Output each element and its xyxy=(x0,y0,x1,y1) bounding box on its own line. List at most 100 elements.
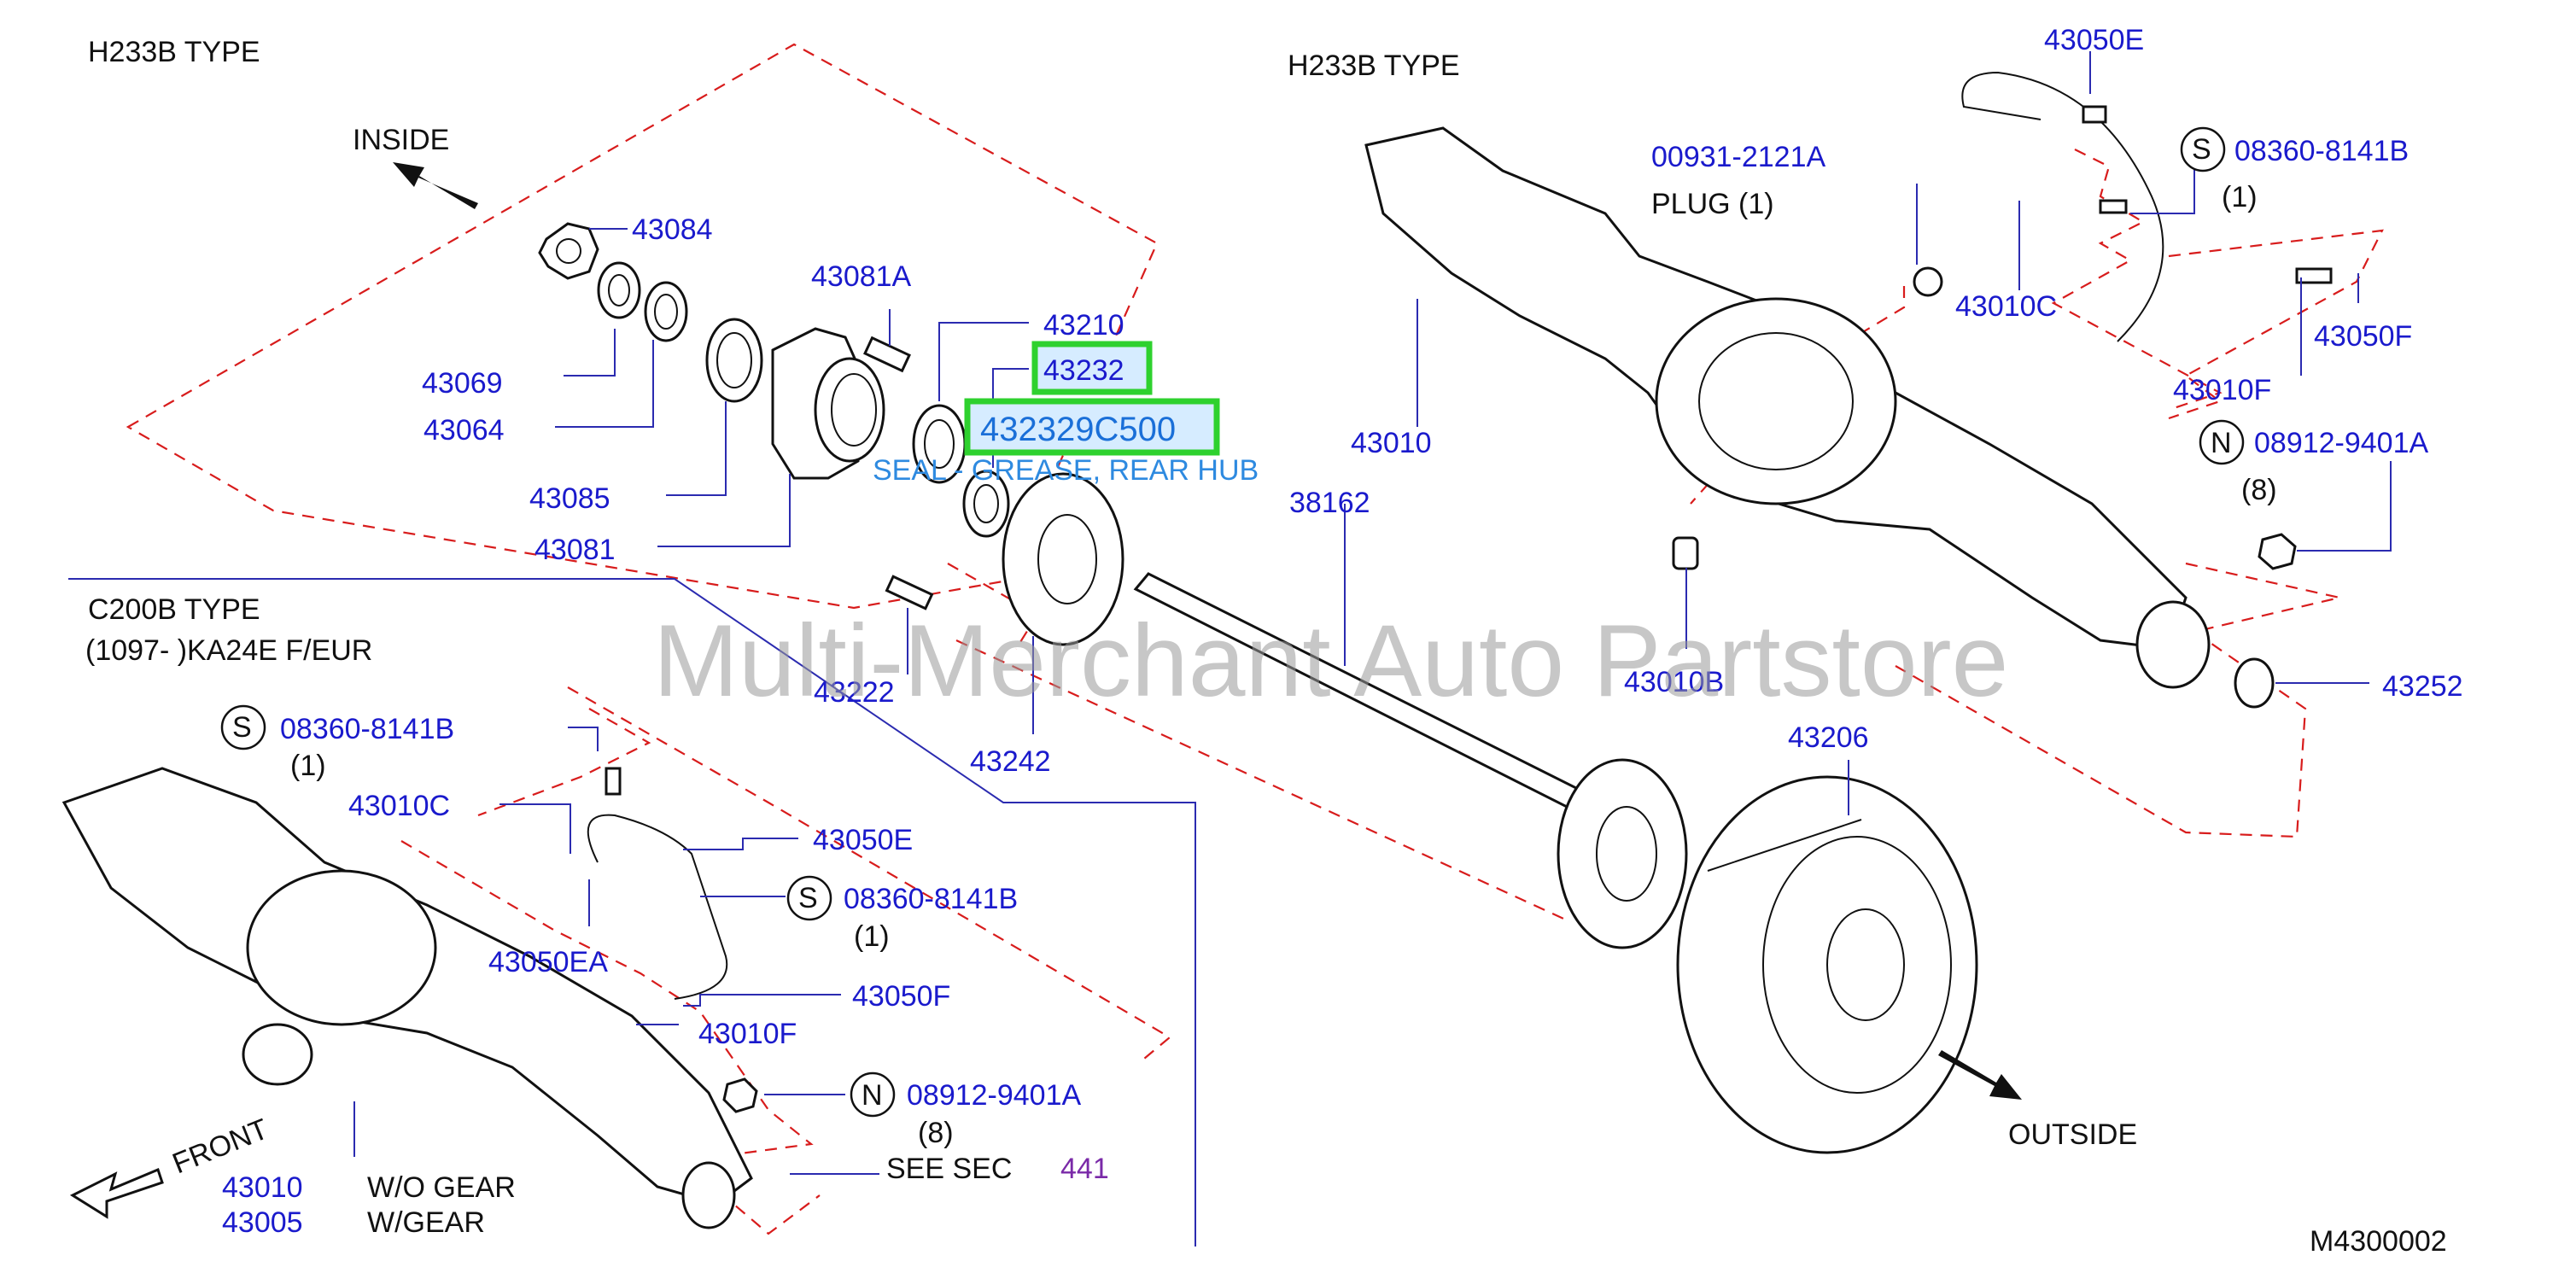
c200b-range-label: (1097- )KA24E F/EUR xyxy=(85,634,372,667)
part-08360-8141B-right[interactable]: 08360-8141B xyxy=(2234,135,2409,167)
part-43085[interactable]: 43085 xyxy=(529,482,610,515)
part-43005[interactable]: 43005 xyxy=(222,1206,303,1239)
c200b-breather-tube-drawing xyxy=(587,814,728,1000)
diagram-id-label: M4300002 xyxy=(2310,1225,2447,1258)
c200b-pinion-drawing xyxy=(242,1023,313,1086)
part-43081[interactable]: 43081 xyxy=(534,534,616,566)
direction-arrows xyxy=(69,162,2022,1219)
part-43010-c200b[interactable]: 43010 xyxy=(222,1171,303,1204)
n-symbol-c200b: N xyxy=(862,1079,883,1112)
h233b-axle-housing xyxy=(1364,71,2333,709)
breather-plug-drawing xyxy=(1672,536,1699,570)
inside-label: INSIDE xyxy=(353,124,449,156)
part-00931-2121A[interactable]: 00931-2121A xyxy=(1651,141,1826,173)
part-43010B[interactable]: 43010B xyxy=(1624,666,1724,698)
breather-tube-drawing xyxy=(1961,71,2164,342)
hub-group-parts xyxy=(538,222,1124,646)
axle-flange-drawing xyxy=(1557,758,1688,949)
highlight-box-432329C500 xyxy=(964,398,1220,456)
section-dividers xyxy=(68,578,1196,1247)
part-43010F-right[interactable]: 43010F xyxy=(2173,374,2271,406)
part-43081A[interactable]: 43081A xyxy=(811,260,912,293)
part-43206[interactable]: 43206 xyxy=(1788,721,1869,754)
part-43252[interactable]: 43252 xyxy=(2382,670,2463,703)
h233b-type-left-label: H233B TYPE xyxy=(88,36,260,68)
part-43050E-right[interactable]: 43050E xyxy=(2044,24,2144,56)
c200b-nut-drawing xyxy=(722,1077,758,1113)
boundary-c200b-mid xyxy=(477,708,651,817)
part-43010-right[interactable]: 43010 xyxy=(1351,427,1432,459)
s-symbol-circle-c200b-top xyxy=(220,704,266,750)
part-38162[interactable]: 38162 xyxy=(1289,487,1370,519)
part-43010C-c200b[interactable]: 43010C xyxy=(348,790,450,822)
inside-arrow xyxy=(393,162,478,209)
w-gear-label: W/GEAR xyxy=(367,1206,485,1239)
watermark: Multi-Merchant Auto Partstore xyxy=(653,604,2008,718)
part-432329C500[interactable]: 432329C500 xyxy=(980,411,1176,448)
bearing-seal-drawing xyxy=(962,470,1010,538)
connector-drawing xyxy=(2295,267,2333,284)
see-sec-number-link[interactable]: 441 xyxy=(1060,1153,1109,1185)
part-43232[interactable]: 43232 xyxy=(1043,354,1124,387)
s-symbol-right: S xyxy=(2192,133,2211,166)
highlight-fill-43232 xyxy=(1035,344,1149,392)
h233b-type-right-label: H233B TYPE xyxy=(1288,50,1460,82)
s-symbol-c200b-top: S xyxy=(232,711,252,744)
hub-bolt-drawing xyxy=(863,336,911,373)
bolt-drawing xyxy=(2099,199,2128,214)
n-symbol-circle-right xyxy=(2199,419,2245,465)
lock-washer-drawing xyxy=(597,261,641,319)
qty-one-c200b-mid: (1) xyxy=(854,920,890,953)
c200b-axle-housing xyxy=(61,767,758,1229)
part-43010C-right[interactable]: 43010C xyxy=(1955,290,2057,323)
qty-one-c200b-top: (1) xyxy=(290,750,326,782)
hub-end-drawing xyxy=(2135,600,2211,689)
hub-seal-drawing xyxy=(705,318,763,403)
part-43069[interactable]: 43069 xyxy=(422,367,503,400)
s-symbol-circle-c200b-mid xyxy=(786,875,832,921)
c200b-carrier-drawing xyxy=(246,869,437,1026)
leader-lines xyxy=(353,51,2392,1175)
highlights xyxy=(964,341,1220,456)
part-43050F-c200b[interactable]: 43050F xyxy=(852,980,950,1013)
n-symbol-circle-c200b xyxy=(850,1071,896,1118)
symbol-circles xyxy=(220,126,2245,1118)
n-symbol-right: N xyxy=(2211,427,2232,459)
outside-arrow xyxy=(1938,1050,2022,1100)
axle-shaft-and-drum xyxy=(1133,572,1978,1154)
s-symbol-circle-right xyxy=(2180,126,2226,172)
see-sec-label: SEE SEC xyxy=(886,1153,1012,1185)
part-08360-8141B-c200b-top[interactable]: 08360-8141B xyxy=(280,713,454,745)
qty-eight-c200b: (8) xyxy=(918,1117,954,1149)
stud-bolt-drawing xyxy=(885,575,934,610)
plug-drawing xyxy=(1913,266,1943,297)
nut-drawing xyxy=(2258,533,2297,570)
part-08360-8141B-c200b-mid[interactable]: 08360-8141B xyxy=(844,883,1018,915)
part-08912-9401A-right[interactable]: 08912-9401A xyxy=(2254,427,2429,459)
thrust-washer-drawing xyxy=(644,281,688,342)
qty-eight-right: (8) xyxy=(2241,474,2277,506)
seal-note-label: SEAL - GREASE, REAR HUB xyxy=(873,454,1259,487)
outside-label: OUTSIDE xyxy=(2008,1118,2137,1151)
boundary-right-breather xyxy=(2051,149,2223,412)
part-43050E-c200b[interactable]: 43050E xyxy=(813,824,913,856)
backing-plate-drawing xyxy=(1002,472,1124,646)
part-43210[interactable]: 43210 xyxy=(1043,309,1124,342)
part-43084[interactable]: 43084 xyxy=(632,213,713,246)
part-43064[interactable]: 43064 xyxy=(423,414,505,447)
part-43050EA[interactable]: 43050EA xyxy=(488,946,608,978)
part-43222[interactable]: 43222 xyxy=(814,676,895,709)
boundary-hub-group xyxy=(126,43,1159,610)
highlight-box-43232 xyxy=(1031,341,1153,395)
part-43242[interactable]: 43242 xyxy=(970,745,1051,778)
c200b-bolt-drawing xyxy=(605,767,622,796)
highlight-fill-432329C500 xyxy=(967,401,1217,452)
part-08912-9401A-c200b[interactable]: 08912-9401A xyxy=(907,1079,1082,1112)
divider-c200b xyxy=(68,578,1196,1247)
front-label: FRONT xyxy=(168,1112,273,1180)
part-43050F-right[interactable]: 43050F xyxy=(2314,320,2412,353)
part-43010F-c200b[interactable]: 43010F xyxy=(698,1018,797,1050)
axle-seal-drawing xyxy=(2234,657,2275,709)
brake-drum-drawing xyxy=(1676,775,1978,1154)
